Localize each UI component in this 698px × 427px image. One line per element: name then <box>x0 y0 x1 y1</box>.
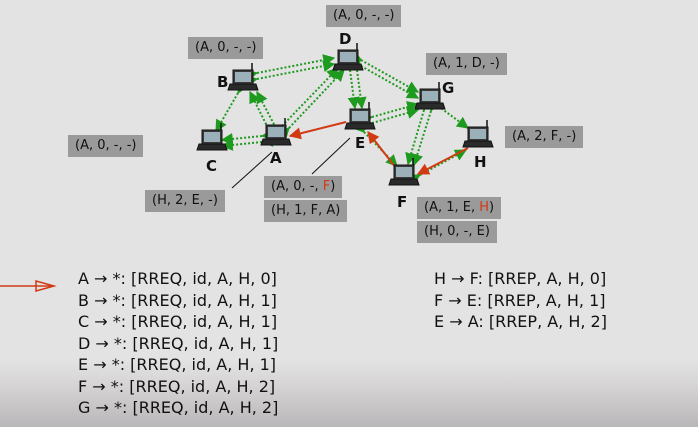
route-table-b: (A, 0, -, -) <box>188 37 264 59</box>
route-table-c: (A, 0, -, -) <box>68 135 144 157</box>
node-label-c: C <box>206 157 218 175</box>
rrep-message: F → E: [RREP, A, H, 1] <box>434 290 606 310</box>
route-entry-close: ) <box>489 200 495 215</box>
link-b-c <box>215 80 249 133</box>
rrep-h-f <box>416 147 469 175</box>
link-d-e-2 <box>349 58 367 110</box>
pointer-arrow-icon <box>0 280 57 292</box>
route-entry-text: (A, 1, E, <box>424 200 480 215</box>
route-table-g: (A, 1, D, -) <box>426 53 507 75</box>
laptop-icon-e <box>344 101 376 130</box>
rrep-message: E → A: [RREP, A, H, 2] <box>434 312 607 331</box>
rreq-message-list: A → *: [RREQ, id, A, H, 0] B → *: [RREQ,… <box>78 268 278 419</box>
route-entry-close: ) <box>330 179 336 194</box>
route-table-f-row2: (H, 0, -, E) <box>417 221 497 243</box>
rrep-message: H → F: [RREP, A, H, 0] <box>434 269 607 288</box>
link-a-b <box>249 90 279 141</box>
route-table-d: (A, 0, -, -) <box>326 5 402 27</box>
rrep-path <box>288 121 469 175</box>
rreq-message: B → *: [RREQ, id, A, H, 1] <box>78 290 277 310</box>
precursor-flag: H <box>479 200 490 215</box>
rreq-message: D → *: [RREQ, id, A, H, 1] <box>78 333 279 353</box>
laptop-icon-c <box>196 122 228 151</box>
rrep-e-a <box>288 121 347 140</box>
rreq-message: F → *: [RREQ, id, A, H, 2] <box>78 376 276 396</box>
link-d-g-2 <box>348 55 420 99</box>
rreq-message: G → *: [RREQ, id, A, H, 2] <box>78 398 279 417</box>
route-table-f-row1: (A, 1, E, H) <box>417 197 502 219</box>
link-e-g <box>359 101 420 126</box>
link-a-d <box>270 67 339 138</box>
callout-line-a <box>231 151 273 189</box>
link-e-g-2 <box>359 107 420 132</box>
callout-line-e <box>311 137 351 175</box>
rreq-message: C → *: [RREQ, id, A, H, 1] <box>78 312 278 331</box>
laptop-icon-b <box>227 62 259 91</box>
node-label-h: H <box>474 153 487 171</box>
rrep-f-e <box>367 131 397 169</box>
rreq-message: A → *: [RREQ, id, A, H, 0] <box>78 269 277 288</box>
link-a-c <box>220 128 274 145</box>
route-table-e-row2: (H, 1, F, A) <box>264 200 348 222</box>
node-label-e: E <box>355 134 366 152</box>
laptop-icon-g <box>414 81 446 110</box>
link-g-f <box>405 97 433 166</box>
node-label-b: B <box>217 73 229 91</box>
rrep-message-list: H → F: [RREP, A, H, 0] F → E: [RREP, A, … <box>434 268 607 333</box>
link-b-d <box>245 54 336 81</box>
link-a-d-2 <box>277 69 345 140</box>
node-label-f: F <box>397 193 408 211</box>
route-table-e-row1: (A, 0, -, F) <box>264 176 343 198</box>
laptop-icon-h <box>462 119 494 148</box>
route-table-a: (H, 2, E, -) <box>145 190 225 212</box>
link-d-g <box>348 49 420 93</box>
node-label-a: A <box>270 149 282 167</box>
route-table-h: (A, 2, F, -) <box>505 126 584 148</box>
link-a-c-2 <box>220 134 274 151</box>
decorative-background-band <box>0 360 698 427</box>
link-a-b-2 <box>256 90 287 141</box>
link-d-e <box>342 58 360 110</box>
node-label-g: G <box>442 79 455 97</box>
precursor-flag: F <box>322 179 331 194</box>
rreq-message: E → *: [RREQ, id, A, H, 1] <box>78 355 277 374</box>
route-entry-text: (A, 0, -, <box>271 179 323 194</box>
rreq-links <box>215 49 469 186</box>
node-label-d: D <box>339 30 352 48</box>
link-b-d-2 <box>245 60 336 87</box>
